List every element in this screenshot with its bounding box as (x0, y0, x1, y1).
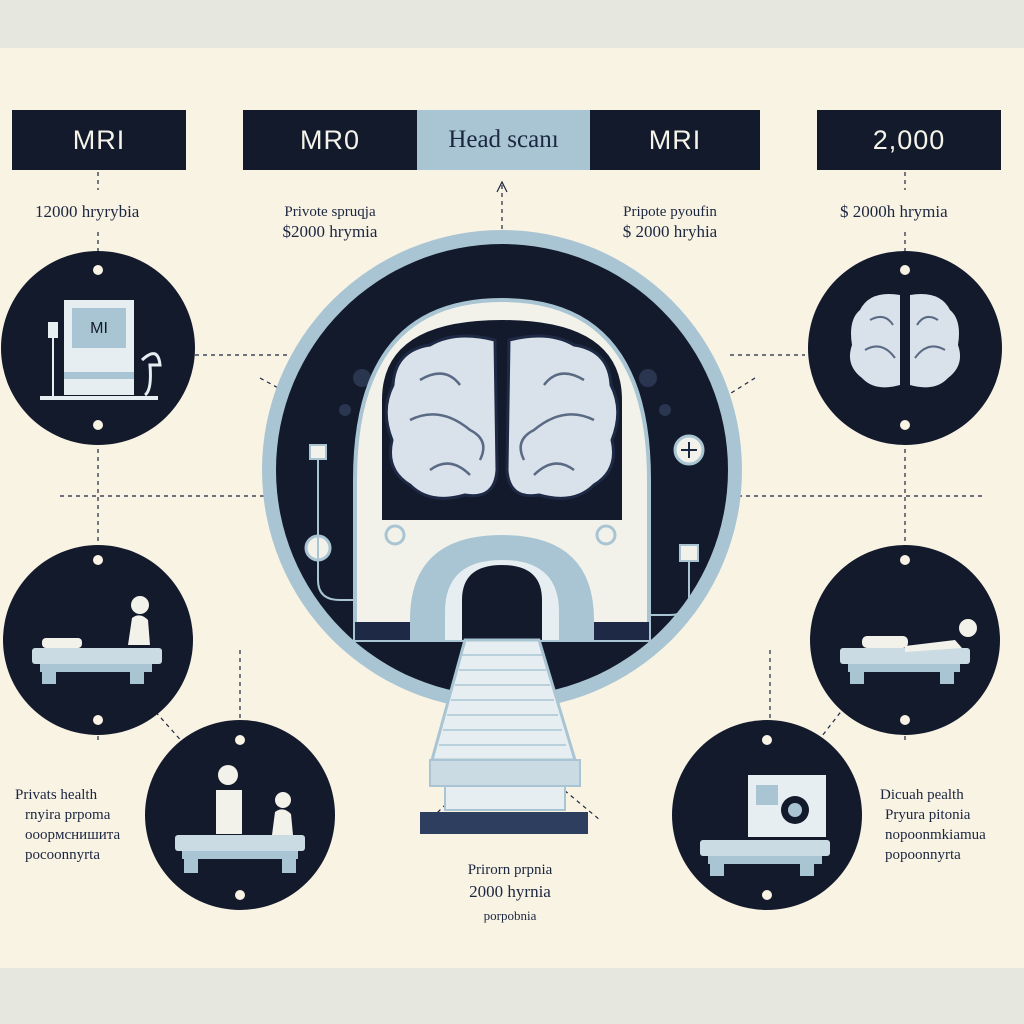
caption-bottom-right-line1: Dicuah pealth (880, 787, 964, 803)
speaker-dot-icon (353, 369, 371, 387)
caption-bottom-center-line3: porpobnia (483, 908, 537, 923)
caption-mid-left-line1: Privote spruqja (284, 204, 376, 220)
bottom-band (0, 968, 1024, 1024)
equipment-circle-top-left (1, 251, 195, 445)
person-icon (275, 792, 291, 808)
monitor-circle-bottom-right (672, 720, 862, 910)
patient-circle-mid-left (3, 545, 193, 735)
person-icon (959, 619, 977, 637)
caption-mid-left-line2: $2000 hrymia (282, 222, 378, 241)
caption-mid-right-line1: Pripote pyoufin (623, 204, 717, 220)
brain-icon (849, 294, 900, 388)
speaker-dot-icon (339, 404, 351, 416)
bed-icon (32, 648, 162, 664)
label-price-2000: 2,000 (817, 110, 1001, 170)
caption-right-top: $ 2000h hrymia (840, 202, 948, 221)
caption-left-top: 12000 hryrybia (35, 202, 140, 221)
speaker-dot-icon (639, 369, 657, 387)
label-mri-mid: MRI (590, 110, 760, 170)
caption-bottom-left-line3: ooopмcнишита (25, 827, 121, 843)
patient-circle-mid-right (810, 545, 1000, 735)
label-mri-left: MRI (12, 110, 186, 170)
caption-bottom-left-line4: pocoonnyrta (25, 847, 100, 863)
bed-icon (700, 840, 830, 856)
brain-icon (384, 334, 620, 500)
caption-bottom-center-line2: 2000 hyrnia (469, 882, 551, 901)
caption-bottom-right-line4: popoonnyrta (885, 847, 961, 863)
caption-bottom-left-line1: Privats health (15, 787, 98, 803)
arrow-up-icon (496, 180, 508, 193)
table-base (420, 812, 588, 834)
caption-bottom-right-line3: nopoonmkiamua (885, 827, 986, 843)
bed-icon (840, 648, 970, 664)
caption-mid-right-line2: $ 2000 hryhia (622, 222, 718, 241)
speaker-dot-icon (659, 404, 671, 416)
monitor-screen-text: MI (90, 320, 108, 337)
bed-icon (175, 835, 305, 851)
consultation-circle-bottom-left (145, 720, 335, 910)
caption-bottom-left-line2: rnyira prpoma (25, 807, 111, 823)
person-icon (131, 596, 149, 614)
top-band (0, 0, 1024, 48)
caption-bottom-right-line2: Pryura pitonia (885, 807, 971, 823)
button-icon (595, 524, 617, 546)
label-head-scan: Head scanı (417, 110, 590, 170)
label-mro: MR0 (243, 110, 417, 170)
caption-bottom-center-line1: Prirorn prpnia (467, 862, 553, 878)
button-icon (384, 524, 406, 546)
patient-table (420, 638, 588, 834)
brain-circle-top-right (808, 251, 1002, 445)
doctor-icon (218, 765, 238, 785)
